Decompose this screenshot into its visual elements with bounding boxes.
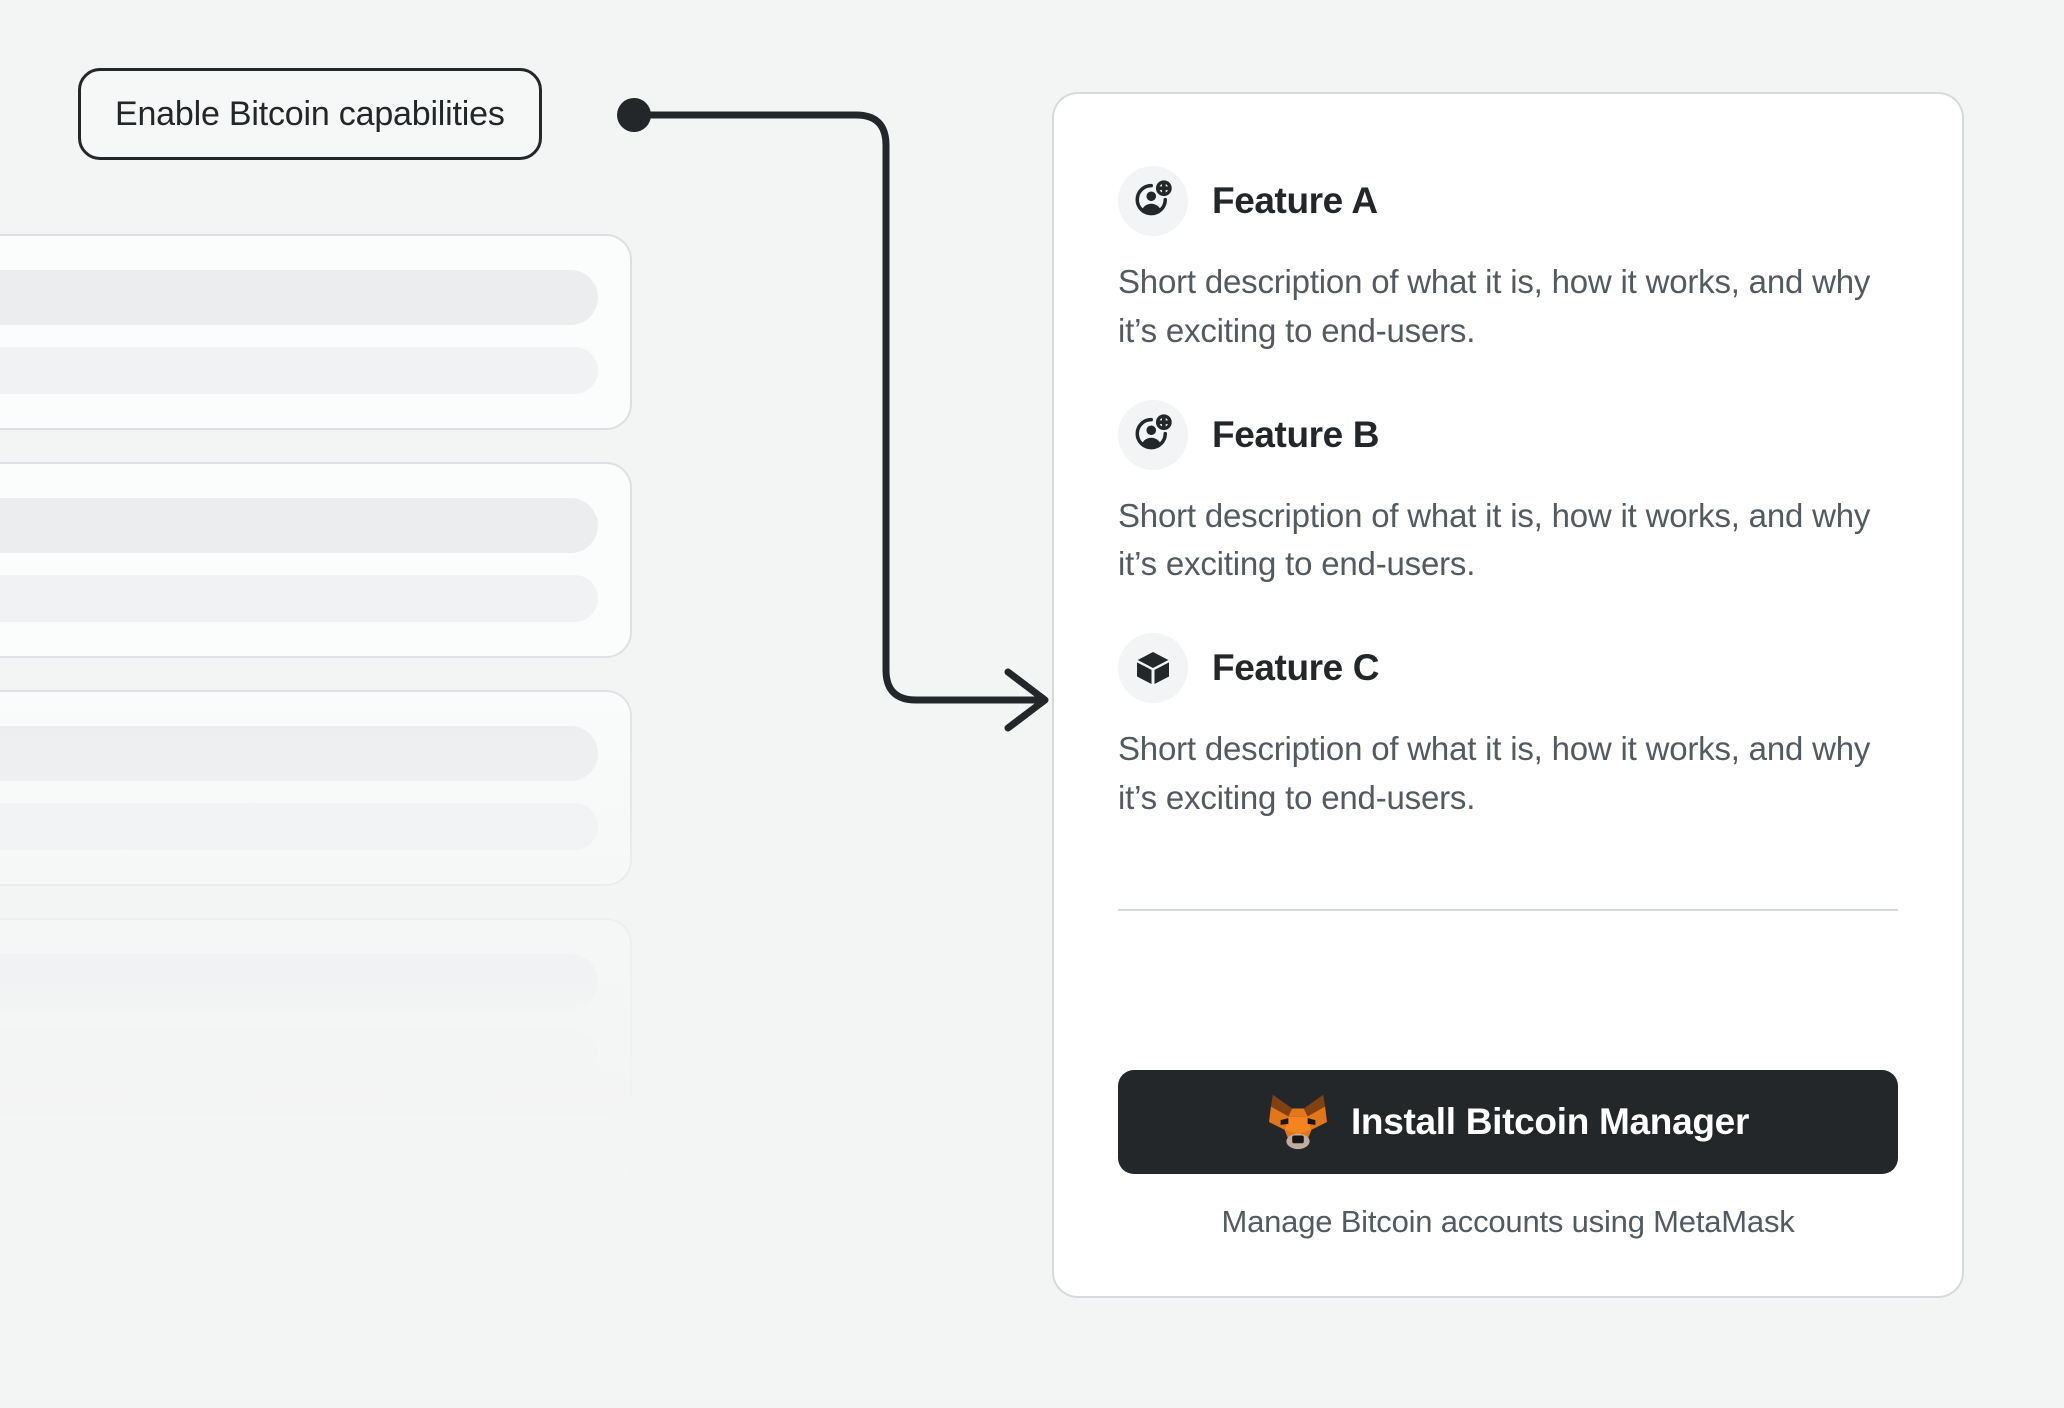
skeleton-bar (0, 726, 598, 782)
callout-label: Enable Bitcoin capabilities (78, 68, 542, 160)
cube-icon (1118, 633, 1188, 704)
panel-footer: Install Bitcoin Manager Manage Bitcoin a… (1054, 1018, 1962, 1296)
feature-title: Feature A (1212, 180, 1378, 221)
skeleton-bar (0, 1182, 598, 1238)
skeleton-bar (0, 1259, 598, 1306)
skeleton-bar (0, 803, 598, 850)
footer-note: Manage Bitcoin accounts using MetaMask (1221, 1204, 1795, 1239)
metamask-fox-icon (1267, 1093, 1329, 1151)
skeleton-card (0, 234, 632, 430)
feature-item-a: Feature A Short description of what it i… (1118, 166, 1898, 356)
skeleton-card (0, 918, 632, 1114)
connector-dot (617, 98, 651, 132)
feature-item-c: Feature C Short description of what it i… (1118, 633, 1898, 823)
feature-list: Feature A Short description of what it i… (1054, 94, 1962, 1018)
skeleton-bar (0, 347, 598, 394)
skeleton-fade-overlay (0, 0, 700, 1408)
feature-description: Short description of what it is, how it … (1118, 263, 1871, 349)
skeleton-bar (0, 575, 598, 622)
install-bitcoin-manager-button[interactable]: Install Bitcoin Manager (1118, 1070, 1898, 1174)
feature-header: Feature A (1118, 166, 1898, 236)
feature-title: Feature B (1212, 413, 1380, 455)
feature-header: Feature C (1118, 633, 1898, 704)
skeleton-card (0, 1146, 632, 1342)
feature-description: Short description of what it is, how it … (1118, 730, 1871, 817)
add-account-icon (1118, 399, 1188, 470)
install-button-label: Install Bitcoin Manager (1350, 1101, 1750, 1142)
skeleton-card (0, 690, 632, 886)
skeleton-bar (0, 1031, 598, 1078)
skeleton-card (0, 462, 632, 658)
skeleton-bar (0, 270, 598, 326)
callout-text: Enable Bitcoin capabilities (115, 94, 505, 133)
add-account-icon (1118, 166, 1188, 236)
skeleton-bar (0, 498, 598, 554)
feature-description: Short description of what it is, how it … (1118, 496, 1871, 583)
skeleton-bar (0, 954, 598, 1010)
feature-header: Feature B (1118, 399, 1898, 470)
feature-item-b: Feature B Short description of what it i… (1118, 399, 1898, 590)
panel-divider (1118, 908, 1898, 911)
feature-panel: Feature A Short description of what it i… (1052, 92, 1964, 1298)
skeleton-list (0, 0, 700, 1408)
feature-title: Feature C (1212, 647, 1380, 689)
